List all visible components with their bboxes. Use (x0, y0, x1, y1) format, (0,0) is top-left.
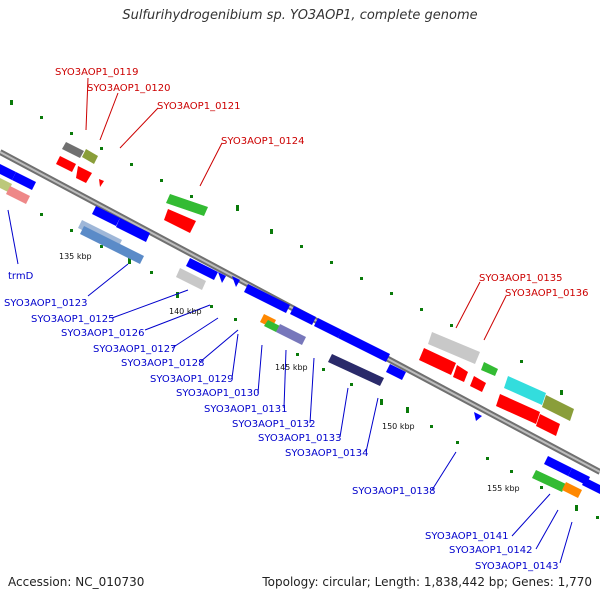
label-0127: SYO3AOP1_0127 (93, 344, 177, 355)
label-0120: SYO3AOP1_0120 (87, 83, 171, 94)
gene-blue-left-2 (12, 172, 36, 190)
tick-155: 155 kbp (487, 484, 520, 493)
gene-0129 (290, 306, 316, 325)
gene-0120 (82, 149, 98, 164)
label-0142: SYO3AOP1_0142 (449, 545, 533, 556)
gene-0119 (62, 142, 84, 158)
gene-blue-2 (116, 218, 150, 242)
label-0125: SYO3AOP1_0125 (31, 314, 115, 325)
gene-0133 (338, 330, 390, 362)
gene-trmD (92, 206, 120, 226)
label-0130: SYO3AOP1_0130 (176, 388, 260, 399)
topology-text: Topology: circular; Length: 1,838,442 bp… (262, 575, 592, 589)
gene-0126 (218, 272, 226, 283)
tick-150: 150 kbp (382, 422, 415, 431)
tick-135: 135 kbp (59, 252, 92, 261)
gene-0130b (264, 320, 280, 332)
gene-olive (542, 395, 574, 421)
label-0134: SYO3AOP1_0134 (285, 448, 369, 459)
gene-0143 (582, 478, 600, 494)
forward-genes (56, 142, 574, 436)
gene-0142b (562, 482, 582, 498)
tick-labels: 135 kbp 140 kbp 145 kbp 150 kbp 155 kbp (59, 252, 520, 493)
label-0143: SYO3AOP1_0143 (475, 561, 559, 572)
gene-red-a (419, 348, 456, 375)
gene-0136 (481, 362, 498, 376)
gene-small-red (99, 179, 104, 187)
gene-red-b (453, 365, 468, 382)
gene-cyan (504, 376, 546, 405)
gene-0131 (276, 324, 306, 345)
label-0138: SYO3AOP1_0138 (352, 486, 436, 497)
gene-blue-after-0134 (386, 364, 406, 380)
tick-dots (10, 100, 599, 519)
label-0126: SYO3AOP1_0126 (61, 328, 145, 339)
gene-0125 (176, 268, 206, 290)
gene-0132 (314, 318, 342, 338)
gene-0142 (532, 470, 566, 492)
tick-140: 140 kbp (169, 307, 202, 316)
gene-blue-right (474, 412, 482, 421)
gene-red-0124b (164, 209, 196, 233)
label-0119: SYO3AOP1_0119 (55, 67, 139, 78)
gene-red-e (536, 414, 560, 436)
leader-lines (7, 77, 573, 564)
label-0128: SYO3AOP1_0128 (121, 358, 205, 369)
gene-pink-left (6, 186, 30, 204)
forward-labels: SYO3AOP1_0119 SYO3AOP1_0120 SYO3AOP1_012… (55, 67, 589, 299)
reverse-labels: trmD SYO3AOP1_0123 SYO3AOP1_0125 SYO3AOP… (4, 271, 559, 572)
label-0131: SYO3AOP1_0131 (204, 404, 288, 415)
label-0132: SYO3AOP1_0132 (232, 419, 316, 430)
label-0133: SYO3AOP1_0133 (258, 433, 342, 444)
gene-0128 (244, 284, 290, 313)
tick-145: 145 kbp (275, 363, 308, 372)
gene-0141 (544, 456, 572, 476)
label-trmD: trmD (8, 271, 34, 282)
reverse-genes (0, 164, 600, 498)
label-0135: SYO3AOP1_0135 (479, 273, 563, 284)
label-0123: SYO3AOP1_0123 (4, 298, 88, 309)
label-0121: SYO3AOP1_0121 (157, 101, 241, 112)
label-0136: SYO3AOP1_0136 (505, 288, 589, 299)
gene-steel-2 (80, 226, 144, 264)
gene-red-2 (76, 166, 92, 183)
label-0124: SYO3AOP1_0124 (221, 136, 305, 147)
page-title: Sulfurihydrogenibium sp. YO3AOP1, comple… (122, 8, 478, 23)
accession-text: Accession: NC_010730 (8, 575, 145, 589)
gene-0135 (428, 332, 480, 364)
gene-0127 (232, 276, 240, 287)
gene-red-c (470, 376, 486, 392)
gene-0124 (166, 194, 208, 216)
gene-red-d (496, 394, 540, 424)
gene-red-1 (56, 156, 76, 172)
label-0129: SYO3AOP1_0129 (150, 374, 234, 385)
gene-0134 (328, 354, 384, 386)
gene-blue-left-1 (0, 164, 16, 180)
label-0141: SYO3AOP1_0141 (425, 531, 509, 542)
gene-0123 (186, 258, 218, 280)
